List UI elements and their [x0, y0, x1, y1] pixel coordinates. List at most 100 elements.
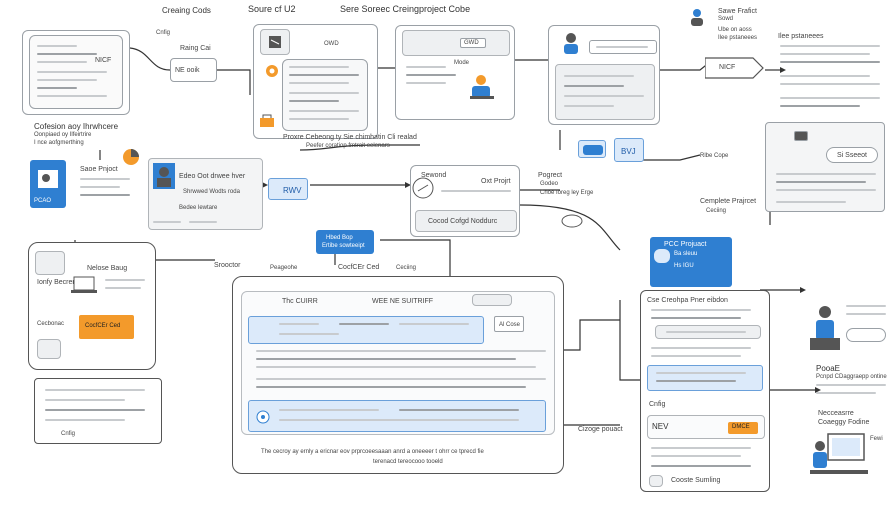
main-window[interactable]: Thc CUIRR WEE NE SUITRIFF Al Cose The ce…	[232, 276, 564, 474]
cofesion-title: Cofesion aoy Ihrwhcere	[34, 122, 119, 131]
godeo-sub: Crloe Ioreg ley Erge	[540, 190, 594, 196]
label-raining: Raing Cai	[180, 45, 211, 52]
bottom-caption: The cecroy ay ernly a ericnar eov prprco…	[261, 449, 484, 455]
tab-pill[interactable]	[472, 294, 512, 306]
cofesion-sub: Oonpiaed oy Ilfeirtrire	[34, 132, 92, 138]
neccessre-title: Necceasrre	[818, 410, 854, 417]
complete-project-sub: Ceciing	[706, 208, 727, 214]
serod-label: Sewond	[421, 172, 447, 179]
config-row[interactable]	[655, 325, 761, 339]
nrac-icon-box	[35, 251, 65, 275]
bottom-caption-2: terenacd tereocooo tooeld	[373, 459, 443, 465]
main-window-inner: Thc CUIRR WEE NE SUITRIFF Al Cose	[241, 291, 555, 435]
thc-cutrr: Thc CUIRR	[282, 298, 318, 305]
saoe-project-icon[interactable]: PCAO	[30, 160, 66, 208]
saoe-project-label: Saoe Pnjoct	[80, 166, 118, 173]
coded-cargo-panel[interactable]: Sewond Oxt Projrt Cocod Cofgd Noddurc	[410, 165, 520, 237]
cloud-icon	[560, 212, 584, 233]
oxt-project-label: Oxt Projrt	[481, 178, 511, 185]
coded-cargo-button[interactable]: Cocod Cofgd Noddurc	[415, 210, 517, 232]
orange-card[interactable]: CocfCEr Ced	[79, 315, 134, 339]
cofesion-sub2: I nce aofgmerthing	[34, 140, 84, 146]
configuration-panel[interactable]: Cse Creohpa Pner eibdon Cnfig NEV DMCE C…	[640, 290, 770, 492]
lock-icon	[258, 112, 276, 133]
godeo-label: Godeo	[540, 181, 559, 187]
desktop-workstation-icon	[810, 432, 870, 487]
config-label: Cnfig	[649, 401, 666, 408]
title-source: Soure cf U2	[248, 4, 296, 14]
complete-project-label: Cemplete Prajrcet	[700, 198, 757, 205]
gear-icon	[264, 63, 280, 84]
ovo-label: OWD	[324, 41, 339, 47]
right-panel[interactable]: Si Sseeot	[765, 122, 885, 212]
pooae-title: PooaE	[816, 364, 841, 373]
hbed-button[interactable]: Hbed Bop Ertibe sowteeipt	[316, 230, 374, 254]
integration-module[interactable]	[548, 25, 660, 125]
right-note-title: Ilee pstaneees	[778, 33, 824, 40]
tooltip-icon	[411, 176, 435, 205]
neccessre-sub: Coaeggy Fodine	[818, 419, 870, 426]
log-footer: Cnfig	[61, 431, 76, 437]
rlbe-cope: Rlbe Cope	[700, 153, 729, 159]
rv-tag[interactable]	[578, 140, 606, 158]
developer-icon	[466, 72, 496, 107]
log-panel[interactable]: Cnfig	[34, 378, 162, 444]
nrac-file-icon	[37, 339, 61, 359]
bvj-tag[interactable]: BVJ	[614, 138, 644, 162]
doc-label: NICF	[95, 57, 112, 64]
oroi-pill[interactable]	[846, 328, 886, 342]
central-sub-3: Bedee lewtare	[179, 205, 218, 211]
note-line-3: Ube on aoss	[718, 27, 752, 33]
note-line-1: Sawe Frafict	[718, 8, 757, 15]
ne-ooik-node[interactable]: NE ooik	[170, 58, 217, 82]
settings-icon	[255, 409, 271, 430]
row-highlight-2[interactable]	[248, 400, 546, 432]
fewt-label: Fewi	[870, 436, 883, 442]
nrac-sub: Ionfy Becrer	[37, 279, 75, 286]
integration-header	[589, 40, 657, 54]
ccoseta-label: Cooste Sumling	[671, 477, 721, 484]
developer-desk-icon	[808, 304, 842, 357]
rwv-tag[interactable]: RWV	[268, 178, 308, 200]
pogret-title: Pogrect	[538, 172, 563, 179]
al-cose-button[interactable]: Al Cose	[494, 316, 524, 332]
nrac-title: Nelose Baug	[87, 265, 128, 272]
monitor-icon	[794, 131, 808, 141]
user-panel[interactable]: Edeo Oot drwee hver Shrwwed Wodts roda B…	[148, 158, 263, 230]
row-highlight-1[interactable]	[248, 316, 484, 344]
ciange-label: Cizoge pouact	[578, 426, 623, 433]
ne-ooik-label: NE ooik	[175, 67, 200, 74]
cemplet-label: Ceciing	[396, 265, 417, 271]
note-line-4: Ilee pstaneees	[718, 35, 758, 41]
config-panel	[282, 59, 368, 131]
sinbsec-pill[interactable]: Si Sseeot	[826, 147, 878, 163]
central-sub-2: Shrwwed Wodts roda	[183, 189, 240, 195]
person-icon	[690, 8, 704, 26]
pooae-sub: Pcnpd CDaggraepp ontine	[816, 374, 887, 380]
cse-creing-title: Cse Creohpa Pner eibdon	[647, 297, 728, 304]
ceebrboc-label: Cecbonac	[37, 321, 65, 327]
pcc-project-card[interactable]: PCC Projuact Ba sleuu Hs IGU	[650, 237, 732, 287]
process-sub: Peefer coratiop fmtrait eelenars	[306, 143, 390, 149]
coseta-icon	[649, 475, 663, 487]
document-stack[interactable]: NICF	[22, 30, 130, 115]
chart-pie-icon	[122, 148, 140, 171]
title-project: Sere Soreec Creingproject Cobe	[340, 4, 471, 14]
user-icon	[561, 32, 581, 61]
central-sub-1: Edeo Oot drwee hver	[179, 173, 246, 180]
source-icon-box	[260, 29, 290, 55]
integration-body	[555, 64, 655, 120]
mode-label: Mode	[454, 60, 470, 66]
pageohe-label: Peageohe	[270, 265, 298, 271]
welcome-title: WEE NE SUITRIFF	[372, 298, 434, 305]
config-highlight[interactable]	[647, 365, 763, 391]
project-module[interactable]: GWD Mode	[395, 25, 515, 120]
laptop-icon	[71, 275, 97, 300]
note-line-2: Sowd	[718, 16, 734, 22]
label-config: Cnfig	[156, 30, 171, 36]
nrac-panel[interactable]: Nelose Baug Ionfy Becrer Cecbonac CocfCE…	[28, 242, 156, 370]
project-header	[402, 30, 510, 56]
user-avatar-icon	[153, 163, 175, 194]
nicf-arrow[interactable]: NICF	[704, 56, 765, 85]
nev-row[interactable]: NEV DMCE	[647, 415, 765, 439]
